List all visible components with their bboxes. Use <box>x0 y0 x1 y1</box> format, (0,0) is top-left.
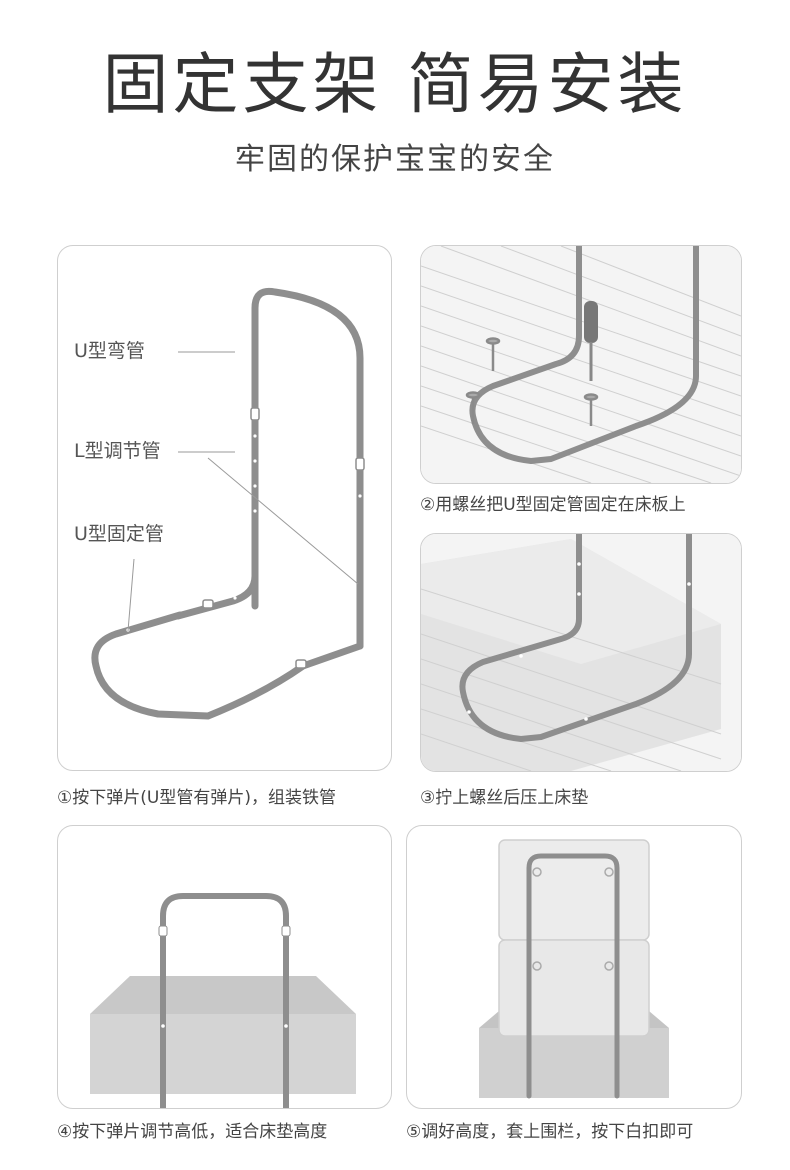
label-l-adjust-tube: L型调节管 <box>74 440 161 462</box>
height-adjust-drawing <box>90 893 356 1108</box>
guard-rail-drawing <box>479 839 669 1099</box>
step5-illustration <box>406 825 742 1109</box>
tube-assembly-drawing <box>91 287 365 720</box>
step3-caption: ③拧上螺丝后压上床垫 <box>420 788 589 808</box>
step3-illustration <box>420 533 742 772</box>
step5-caption: ⑤调好高度，套上围栏，按下白扣即可 <box>406 1122 694 1142</box>
step4-caption: ④按下弹片调节高低，适合床垫高度 <box>57 1122 328 1142</box>
label-u-fixed-tube: U型固定管 <box>74 523 164 545</box>
mattress-press-drawing <box>421 534 741 771</box>
screw-to-board-drawing <box>421 246 741 483</box>
page-title: 固定支架 简易安装 <box>102 46 688 123</box>
label-u-bend-tube: U型弯管 <box>74 340 145 362</box>
step2-caption: ②用螺丝把U型固定管固定在床板上 <box>420 495 686 515</box>
page-subtitle: 牢固的保护宝宝的安全 <box>235 142 555 177</box>
step1-caption: ①按下弹片(U型管有弹片)，组装铁管 <box>57 788 336 808</box>
step1-illustration: U型弯管 L型调节管 U型固定管 <box>57 245 392 771</box>
step4-illustration <box>57 825 392 1109</box>
step2-illustration <box>420 245 742 484</box>
